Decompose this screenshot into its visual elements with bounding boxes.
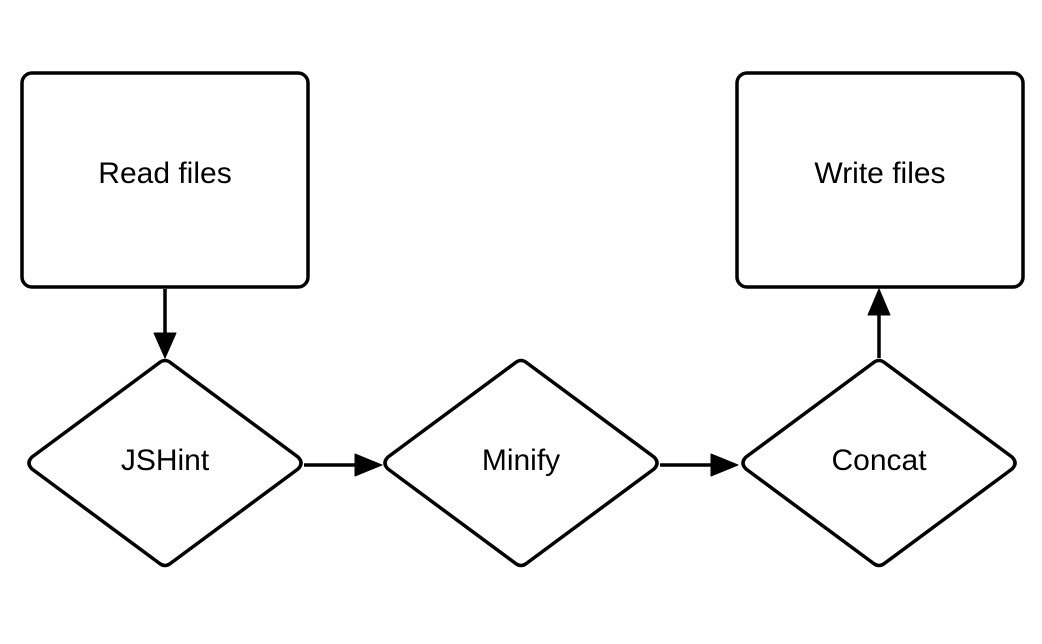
edge-concat-to-write [867,288,891,358]
node-write-files-label: Write files [814,157,945,190]
node-concat-diamond [741,358,1017,568]
node-write-files: Write files [735,71,1025,289]
arrow-right-icon [354,453,383,477]
arrow-right-icon [710,453,739,477]
node-jshint-label: JSHint [121,444,210,477]
node-read-files-box [20,71,310,289]
edge-read-to-jshint [153,289,177,359]
node-read-files-label: Read files [98,157,231,190]
node-read-files: Read files [20,71,310,289]
node-jshint-diamond [27,358,303,568]
edge-jshint-to-minify [304,453,383,477]
node-concat: Concat [741,358,1017,568]
node-concat-label: Concat [831,444,927,477]
arrow-down-icon [153,332,177,359]
node-jshint: JSHint [27,358,303,568]
node-minify-label: Minify [482,444,560,477]
arrow-up-icon [867,288,891,316]
node-minify: Minify [383,358,659,568]
edge-minify-to-concat [660,453,739,477]
node-write-files-box [735,71,1025,289]
node-minify-diamond [383,358,659,568]
